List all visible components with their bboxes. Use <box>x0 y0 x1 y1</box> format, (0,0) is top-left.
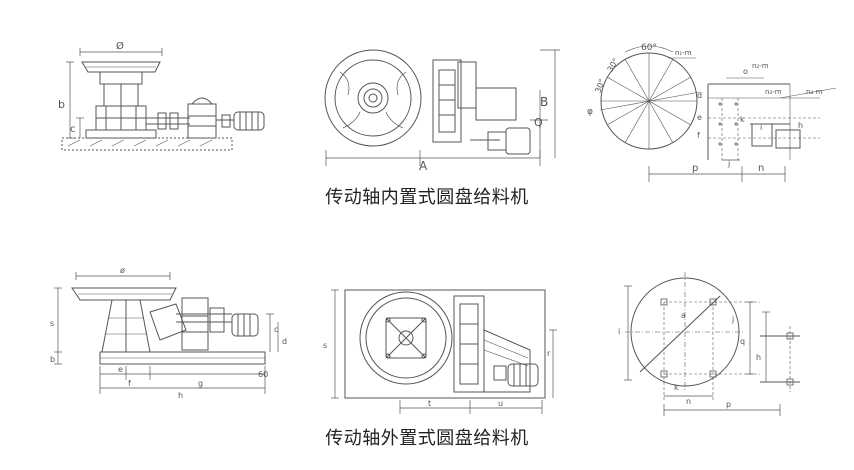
label-k-hole: k <box>674 383 679 392</box>
drawing-plan-view-external <box>331 289 557 414</box>
label-n4-m: n₄-m <box>806 88 823 96</box>
label-h-side: h <box>178 391 183 400</box>
label-k: k <box>740 115 745 124</box>
label-e: e <box>697 113 702 122</box>
label-30deg-b: 30° <box>606 57 621 74</box>
label-f-side: f <box>128 379 131 388</box>
label-p-hole: p <box>726 400 731 409</box>
caption-internal-shaft-feeder: 传动轴内置式圆盘给料机 <box>325 187 529 208</box>
label-g-side: g <box>198 379 203 388</box>
label-j: j <box>727 159 730 168</box>
label-u-plan: u <box>498 399 503 408</box>
label-d-side: d <box>282 337 287 346</box>
label-n1-m: n₁-m <box>675 49 692 57</box>
label-t-plan: t <box>428 399 431 408</box>
label-f: f <box>697 131 700 140</box>
label-60deg: 60° <box>641 43 657 53</box>
label-n-hole: n <box>686 397 691 406</box>
label-d: d <box>697 91 702 100</box>
label-i: i <box>760 123 762 132</box>
label-a-hole: a <box>681 311 686 320</box>
label-h-hole: h <box>756 353 761 362</box>
label-B: B <box>540 95 548 109</box>
label-h: h <box>798 121 803 130</box>
label-j-hole: j <box>731 315 734 324</box>
drawing-plan-view-internal <box>324 49 560 166</box>
label-Q: Q <box>534 116 543 129</box>
drawing-side-view-internal <box>61 48 265 151</box>
label-i-hole: i <box>618 327 620 336</box>
drawing-hole-pattern-internal <box>599 45 837 182</box>
label-diameter: Ø <box>116 40 124 52</box>
label-c: c <box>70 124 76 135</box>
label-diameter-ext: ø <box>120 266 125 275</box>
label-A: A <box>419 159 428 173</box>
label-e-side: e <box>118 365 123 374</box>
caption-external-shaft-feeder: 传动轴外置式圆盘给料机 <box>325 428 529 449</box>
label-c-side: c <box>274 325 278 334</box>
label-30deg-a: 30° <box>594 78 607 94</box>
label-p: p <box>692 163 698 174</box>
label-s-plan: s <box>323 341 327 350</box>
label-60-side: 60 <box>258 370 268 379</box>
label-q-hole: q <box>740 337 745 346</box>
label-n3-m: n₃-m <box>765 88 782 96</box>
label-phi: φ <box>587 107 593 117</box>
label-n2-m: n₂-m <box>752 62 769 70</box>
label-r-plan: r <box>547 349 551 358</box>
label-b-side: b <box>50 355 55 364</box>
label-s-side: s <box>50 319 54 328</box>
drawing-hole-pattern-external <box>624 272 800 416</box>
label-b: b <box>58 98 65 111</box>
label-n: n <box>758 163 764 174</box>
label-o: o <box>743 67 748 76</box>
drawing-side-view-external <box>54 272 279 394</box>
